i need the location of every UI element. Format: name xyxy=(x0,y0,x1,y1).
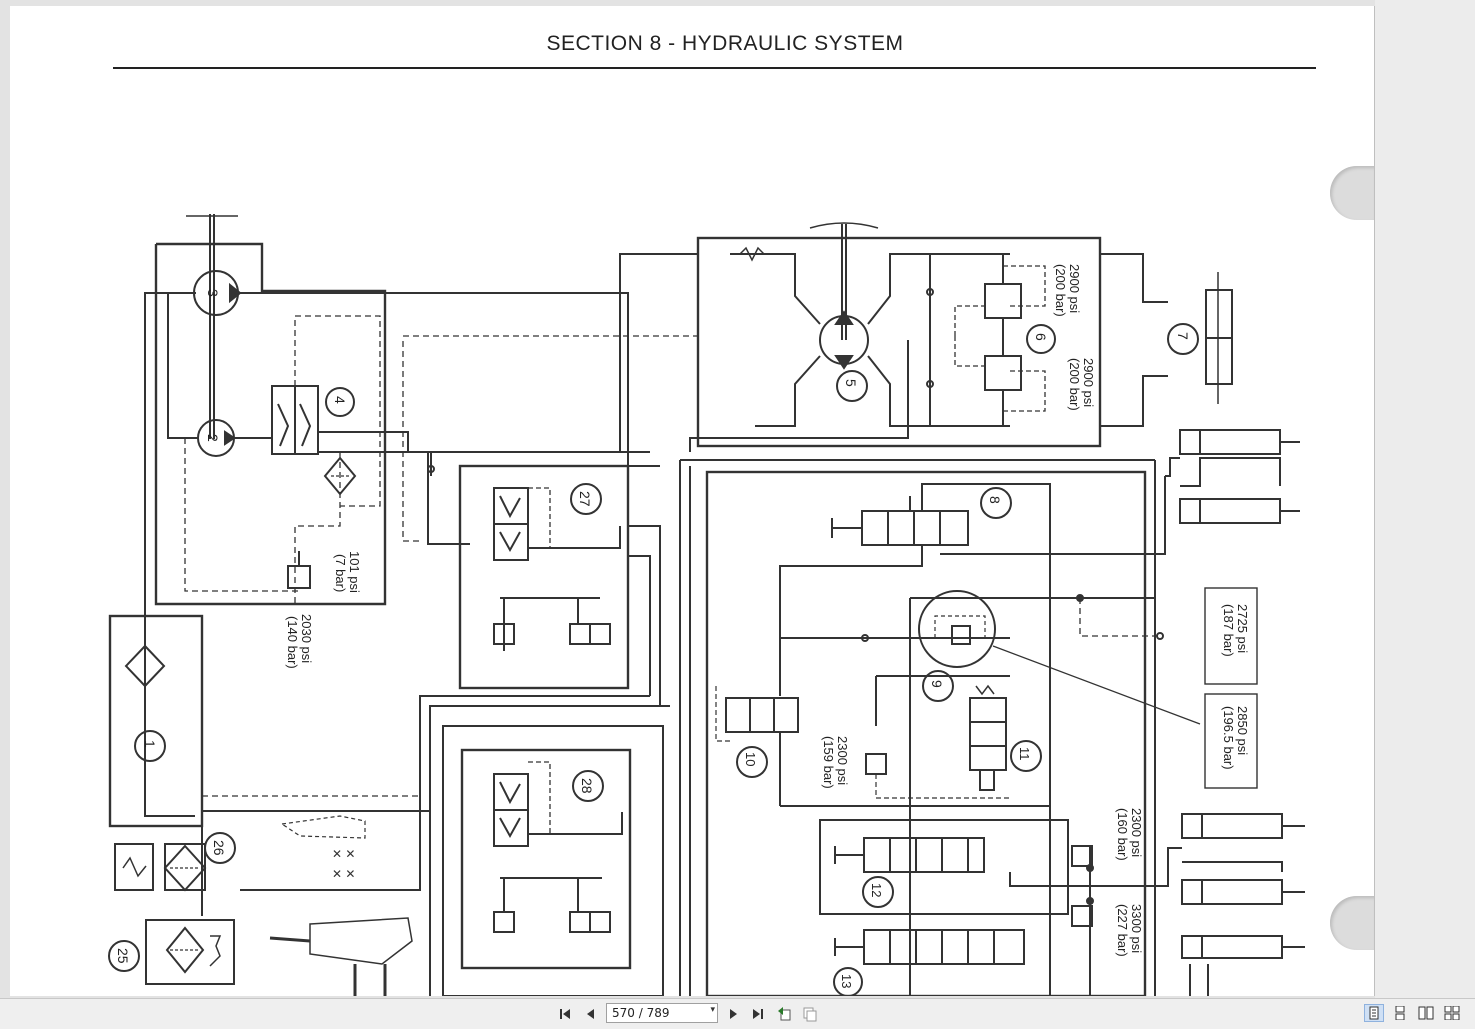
box-a-psi-label: 2725 psi xyxy=(1235,604,1250,653)
pressure-box-2850 xyxy=(1204,693,1258,789)
cylinder-bottom-1 xyxy=(1181,935,1283,959)
component-number-3: 3 xyxy=(205,289,221,297)
valve6-b-psi-label: 2900 psi xyxy=(1081,358,1096,407)
pump-housing-outline xyxy=(154,242,387,606)
first-page-icon[interactable] xyxy=(555,1004,575,1024)
punch-hole-top xyxy=(1330,166,1374,220)
relief-101-psi-label: 101 psi xyxy=(347,551,362,593)
page-number-value: 570 / 789 xyxy=(612,1006,670,1020)
component-number-5: 5 xyxy=(843,379,859,387)
last-page-icon[interactable] xyxy=(748,1004,768,1024)
chevron-down-icon[interactable]: ▾ xyxy=(710,1005,715,1015)
document-viewer[interactable]: SECTION 8 - HYDRAULIC SYSTEM 3 2 xyxy=(0,0,1475,998)
navigation-toolbar: 570 / 789 ▾ xyxy=(0,998,1475,1029)
relief-valve-9-detail xyxy=(918,590,996,668)
component-number-13: 13 xyxy=(839,974,854,988)
component-number-27: 27 xyxy=(577,491,593,507)
box-a-bar-label: (187 bar) xyxy=(1221,604,1236,657)
valve12-bar-label: (160 bar) xyxy=(1115,808,1130,861)
component-number-9: 9 xyxy=(929,680,945,688)
component-number-2: 2 xyxy=(205,434,221,442)
valve-10-symbol xyxy=(725,697,799,733)
continuous-view-icon[interactable] xyxy=(1390,1004,1410,1022)
valve-12-symbol xyxy=(863,837,985,873)
main-control-valve-outline xyxy=(705,470,1147,996)
page-title: SECTION 8 - HYDRAULIC SYSTEM xyxy=(546,32,904,55)
cylinder-mid-2 xyxy=(1181,879,1283,905)
reservoir-1 xyxy=(108,614,204,828)
valve-block-28 xyxy=(460,748,632,970)
relief-valve-101 xyxy=(287,565,311,589)
component-number-4: 4 xyxy=(332,396,348,404)
continuous-facing-view-icon[interactable] xyxy=(1442,1004,1462,1022)
component-number-6: 6 xyxy=(1033,333,1049,341)
facing-view-icon[interactable] xyxy=(1416,1004,1436,1022)
valve-11-symbol xyxy=(969,697,1007,771)
component-number-11: 11 xyxy=(1017,747,1032,761)
box-b-psi-label: 2850 psi xyxy=(1235,706,1250,755)
cylinder-top-2 xyxy=(1179,498,1281,524)
relief-2030-psi-label: 2030 psi xyxy=(299,614,314,663)
filter-symbol xyxy=(323,456,357,496)
valve-block-27 xyxy=(458,464,630,690)
joystick-handle xyxy=(309,917,413,965)
svg-text:✕ ✕: ✕ ✕ xyxy=(332,867,355,881)
cooler-26 xyxy=(114,843,154,891)
box-b-bar-label: (196.5 bar) xyxy=(1221,706,1236,770)
component-number-25: 25 xyxy=(115,948,131,964)
cylinder-mid-1 xyxy=(1181,813,1283,839)
document-page: SECTION 8 - HYDRAULIC SYSTEM 3 2 xyxy=(10,6,1375,996)
component-number-7: 7 xyxy=(1175,332,1191,340)
punch-hole-bottom xyxy=(1330,896,1374,950)
previous-view-icon[interactable] xyxy=(775,1004,795,1024)
valve13-psi-label: 3300 psi xyxy=(1129,904,1144,953)
swing-motor-block xyxy=(696,236,1102,448)
component-number-12: 12 xyxy=(869,883,884,897)
title-rule xyxy=(113,67,1316,69)
relief-7-bar-label: (7 bar) xyxy=(333,554,348,592)
svg-text:✕ ✕: ✕ ✕ xyxy=(332,847,355,861)
cylinder-top-1 xyxy=(1179,429,1281,455)
component-number-26: 26 xyxy=(211,840,227,856)
hydraulic-schematic: 3 2 4 xyxy=(108,214,1305,996)
previous-page-icon[interactable] xyxy=(580,1004,600,1024)
relief-140-bar-label: (140 bar) xyxy=(285,616,300,669)
single-page-view-icon[interactable] xyxy=(1364,1004,1384,1022)
pressure-box-2725 xyxy=(1204,587,1258,685)
viewer-gutter xyxy=(1375,0,1475,998)
valve6-b-bar-label: (200 bar) xyxy=(1067,358,1082,411)
component-number-8: 8 xyxy=(987,496,1003,504)
component-number-10: 10 xyxy=(743,752,758,766)
next-view-icon[interactable] xyxy=(800,1004,820,1024)
component-number-28: 28 xyxy=(579,778,595,794)
valve10-psi-label: 2300 psi xyxy=(835,736,850,785)
next-page-icon[interactable] xyxy=(724,1004,744,1024)
valve6-a-bar-label: (200 bar) xyxy=(1053,264,1068,317)
valve6-a-psi-label: 2900 psi xyxy=(1067,264,1082,313)
component-number-1: 1 xyxy=(142,740,158,748)
valve12-psi-label: 2300 psi xyxy=(1129,808,1144,857)
valve13-bar-label: (227 bar) xyxy=(1115,904,1130,957)
page-number-field[interactable]: 570 / 789 ▾ xyxy=(606,1003,718,1023)
filter-25 xyxy=(145,919,235,985)
valve-13-symbol xyxy=(863,929,1025,965)
valve10-bar-label: (159 bar) xyxy=(821,736,836,789)
